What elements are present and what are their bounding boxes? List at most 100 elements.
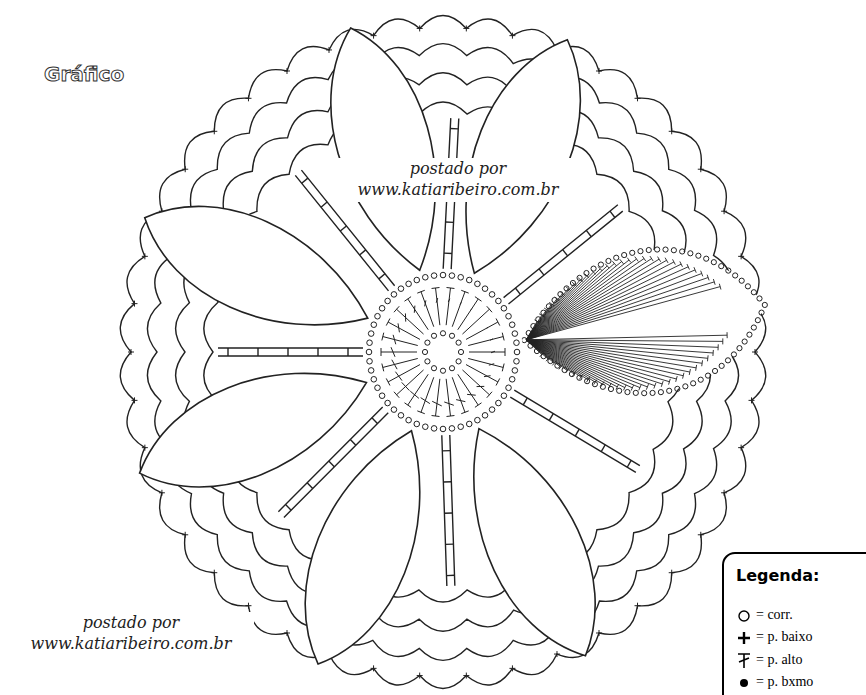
chain-stitch xyxy=(449,426,455,432)
stem-lines xyxy=(442,435,455,586)
single-crochet-mark xyxy=(596,68,602,74)
legend-entry: = p. bxmo xyxy=(756,674,813,690)
chain-stitch xyxy=(733,273,738,278)
treble-stitch xyxy=(526,340,633,391)
petal-outline xyxy=(140,373,367,487)
chain-stitch xyxy=(391,407,397,413)
treble-stitch xyxy=(468,358,504,371)
treble-stitch xyxy=(381,347,417,357)
chain-stitch xyxy=(466,421,472,427)
treble-stitch xyxy=(526,284,721,340)
single-crochet-mark xyxy=(182,532,188,538)
single-crochet-mark xyxy=(284,68,290,74)
treble-stitch xyxy=(452,377,469,413)
chain-stitch xyxy=(712,368,717,373)
chain-stitch xyxy=(482,286,488,292)
stem-bar xyxy=(321,202,327,207)
chain-stitch xyxy=(691,381,696,386)
stem-bar xyxy=(287,348,288,356)
single-crochet-mark xyxy=(463,25,469,31)
stem-lines xyxy=(218,348,363,356)
treble-stitch xyxy=(466,318,500,339)
stem-bar xyxy=(347,348,348,356)
chain-stitch xyxy=(658,390,663,395)
treble-stitch xyxy=(462,306,492,334)
chain-stitch xyxy=(680,249,685,254)
single-crochet-mark xyxy=(211,570,217,576)
chain-stitch xyxy=(475,281,481,287)
single-crochet-mark xyxy=(721,490,727,496)
chain-stitch xyxy=(725,358,730,363)
treble-stitch xyxy=(394,306,424,334)
chain-stitch xyxy=(422,274,428,280)
chain-stitch xyxy=(506,385,512,391)
treble-stitch xyxy=(526,267,696,340)
single-crochet-mark xyxy=(596,630,602,636)
chain-stitch xyxy=(719,264,724,269)
single-crochet-mark xyxy=(463,673,469,679)
chain-stitch xyxy=(737,346,742,351)
single-crochet-mark xyxy=(721,208,727,214)
chain-stitch xyxy=(577,275,582,280)
stem-bar xyxy=(302,178,308,183)
treble-stitch xyxy=(466,365,500,386)
chain-stitch xyxy=(431,426,437,432)
chain-stitch xyxy=(747,332,752,337)
chain-stitch xyxy=(501,305,507,311)
chain-stitch xyxy=(671,248,676,253)
chain-stitch xyxy=(414,421,420,427)
chain-stitch xyxy=(719,363,724,368)
single-crochet-mark xyxy=(752,349,758,355)
treble-stitch xyxy=(526,279,715,340)
single-crochet-mark xyxy=(159,490,165,496)
chain-stitch xyxy=(650,390,655,395)
chain-stitch xyxy=(406,417,412,423)
stem-bar xyxy=(286,504,292,510)
chain-stitch xyxy=(449,366,454,371)
single-crochet-mark xyxy=(131,397,137,403)
chain-stitch xyxy=(759,310,764,315)
chain-stitch xyxy=(514,340,520,346)
chain-stitch xyxy=(475,417,481,423)
treble-stitch xyxy=(526,332,727,340)
chain-stitch xyxy=(422,349,427,354)
single-crochet-mark xyxy=(669,570,675,576)
treble-stitch xyxy=(462,370,492,398)
stem-bar xyxy=(447,575,455,577)
treble-stitch xyxy=(469,348,505,356)
single-crochet-mark xyxy=(128,349,134,355)
single-crochet-symbol xyxy=(738,632,750,644)
chain-stitch xyxy=(431,366,436,371)
chain-stitch xyxy=(667,388,672,393)
treble-stitch xyxy=(526,275,709,340)
chain-stitch xyxy=(385,400,391,406)
chain-stitch xyxy=(431,273,437,279)
chain-stitch xyxy=(646,247,651,252)
chain-stitch xyxy=(755,318,760,323)
treble-stitch xyxy=(526,340,670,385)
treble-stitch xyxy=(382,358,418,371)
single-crochet-mark xyxy=(371,33,377,39)
chain-stitch xyxy=(642,391,647,396)
chain-stitch xyxy=(440,272,446,278)
petal-outline xyxy=(331,28,436,270)
stem-bar xyxy=(586,230,591,236)
single-crochet-mark xyxy=(131,301,137,307)
chain-stitch xyxy=(663,247,668,252)
stem-bar xyxy=(515,288,520,294)
stem-bar xyxy=(257,348,258,356)
stem-bar xyxy=(446,221,454,223)
treble-stitch xyxy=(382,333,418,346)
stem-bar xyxy=(627,460,631,467)
chain-stitch xyxy=(482,413,488,419)
scallop-round xyxy=(120,15,765,688)
single-crochet-mark xyxy=(669,128,675,134)
chain-stitch xyxy=(731,352,736,357)
chain-stitch xyxy=(496,400,502,406)
treble-stitch xyxy=(526,259,675,340)
petal-outline xyxy=(145,206,368,324)
legend-heading: Legenda: xyxy=(736,566,819,585)
scallop-round xyxy=(147,44,738,661)
chain-stitch xyxy=(622,252,627,257)
